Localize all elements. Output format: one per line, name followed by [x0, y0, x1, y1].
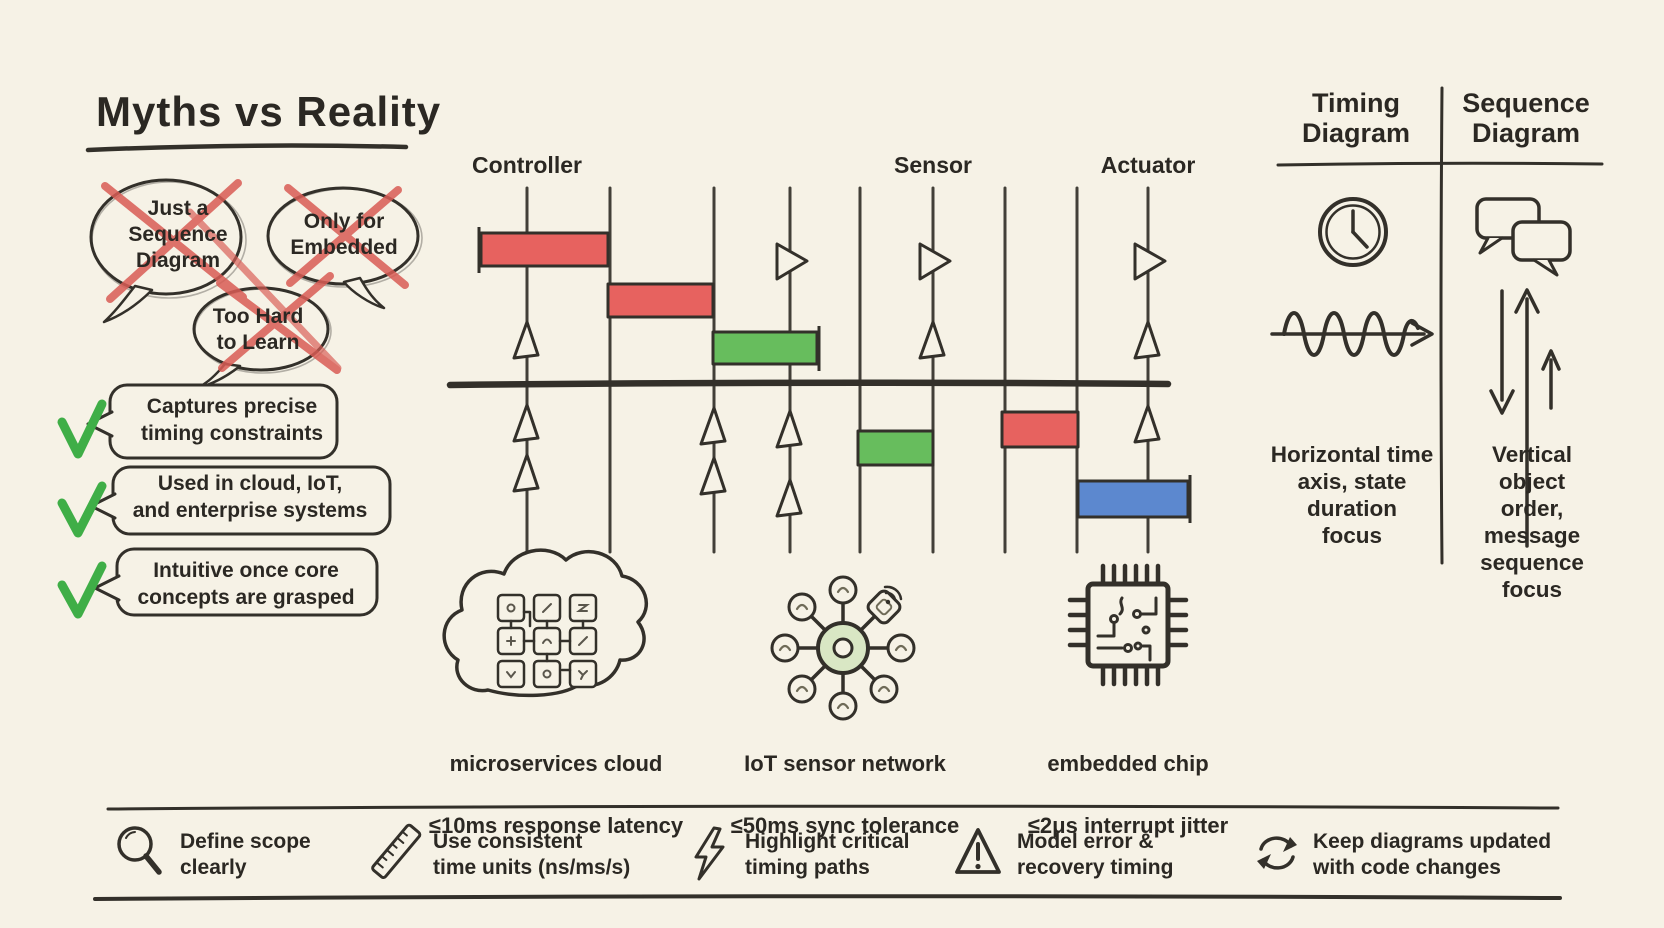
tip-text: Highlight critical timing paths [745, 830, 910, 879]
reality-bubbles [86, 383, 392, 617]
example-caption: IoT sensor network ≤50ms sync tolerance [731, 717, 960, 872]
example-constraint: ≤2μs interrupt jitter [1027, 813, 1229, 838]
reality-item-text: Used in cloud, IoT, and enterprise syste… [132, 472, 368, 522]
tips-bottom-rule [93, 894, 1562, 901]
event-arrow-up [512, 320, 1161, 518]
ruler-icon [371, 823, 422, 879]
title-underline [85, 143, 409, 153]
page-title: Myths vs Reality [96, 88, 442, 135]
tip-text: Define scope clearly [180, 830, 311, 879]
comparison-description-sequence: Vertical object order, message sequence … [1480, 442, 1584, 602]
clock-icon [1318, 197, 1388, 267]
lifeline-label-actuator: Actuator [1100, 152, 1196, 178]
refresh-icon [1257, 836, 1297, 870]
example-name: embedded chip [1047, 751, 1209, 776]
myth-bubble-text: Too Hard to Learn [212, 305, 304, 354]
time-axis [446, 379, 1172, 389]
cross-icon [101, 179, 409, 374]
iot-network-icon [770, 575, 916, 721]
state-bar [477, 227, 1192, 523]
comparison-description-timing: Horizontal time axis, state duration foc… [1270, 442, 1434, 548]
lightning-icon [694, 826, 725, 881]
reality-item-text: Captures precise timing constraints [140, 395, 324, 445]
example-name: IoT sensor network [744, 751, 946, 776]
chat-bubbles-icon [1475, 197, 1572, 277]
myth-bubble-text: Just a Sequence Diagram [128, 197, 228, 272]
event-arrow-right [775, 242, 1167, 281]
check-icon [57, 399, 107, 619]
example-constraint: ≤50ms sync tolerance [730, 813, 960, 838]
tip-text: Keep diagrams updated with code changes [1313, 830, 1552, 879]
example-caption: embedded chip ≤2μs interrupt jitter [1028, 717, 1228, 872]
comparison-header-timing: Timing Diagram [1301, 88, 1411, 148]
warning-icon [955, 828, 1001, 874]
lifeline [525, 186, 1150, 554]
example-caption: microservices cloud ≤10ms response laten… [429, 717, 683, 872]
lifeline-label-sensor: Sensor [894, 152, 972, 178]
cloud-icon [442, 548, 649, 698]
comparison-divider [1439, 86, 1444, 565]
comparison-header-sequence: Sequence Diagram [1462, 88, 1590, 148]
example-name: microservices cloud [449, 751, 663, 776]
wifi-icon [883, 585, 903, 605]
chip-icon [1067, 563, 1189, 687]
magnifier-icon [117, 826, 162, 875]
comparison-grid [1276, 86, 1604, 565]
tip-text: Use consistent time units (ns/ms/s) [433, 830, 631, 879]
lifeline-label-controller: Controller [472, 152, 582, 178]
vertical-arrows-icon [1489, 288, 1561, 548]
timing-diagram [446, 186, 1192, 554]
sine-wave-icon [1270, 311, 1434, 357]
reality-item-text: Intuitive once core concepts are grasped [137, 559, 355, 609]
example-constraint: ≤10ms response latency [428, 813, 684, 838]
comparison-header-underline [1276, 161, 1604, 167]
tip-text: Model error & recovery timing [1017, 830, 1174, 879]
tips-top-rule [106, 804, 1560, 811]
myth-bubble-text: Only for Embedded [290, 210, 398, 259]
